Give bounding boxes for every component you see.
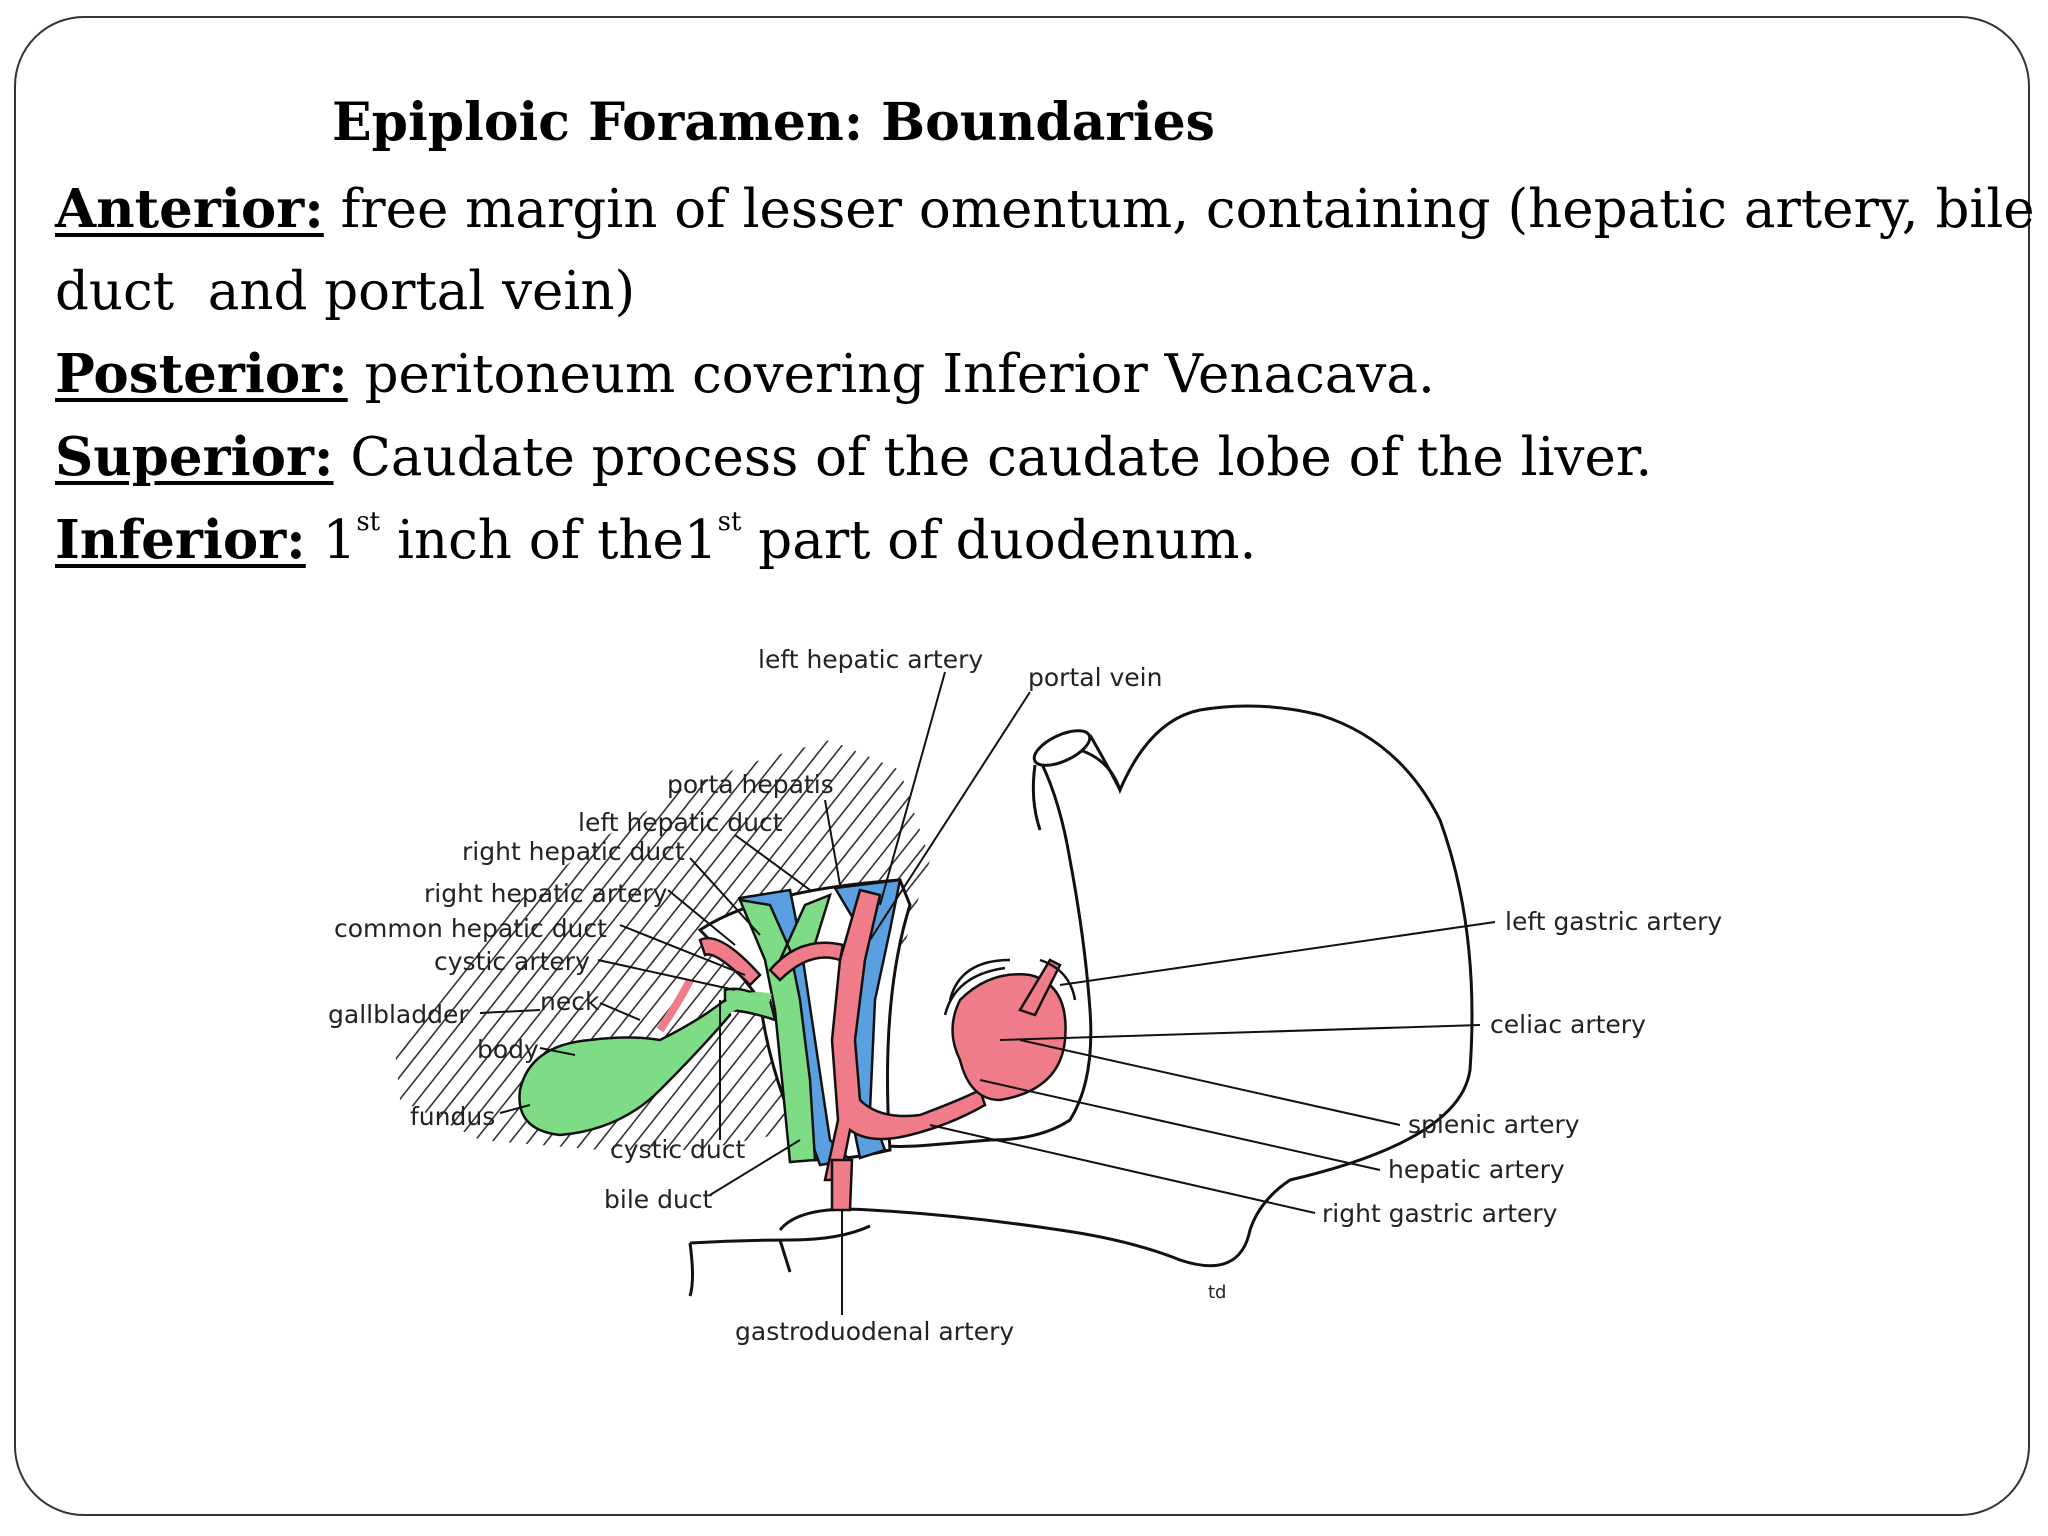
label-common-hepatic-duct: common hepatic duct xyxy=(334,914,607,943)
label-right-gastric-artery: right gastric artery xyxy=(1322,1199,1558,1228)
superior-text: Caudate process of the caudate lobe of t… xyxy=(350,427,1653,488)
inferior-line: Inferior: 1st inch of the1st part of duo… xyxy=(55,499,1985,582)
slide-title: Epiploic Foramen: Boundaries xyxy=(332,92,1215,153)
hatch-line xyxy=(948,700,1328,1180)
label-left-hepatic-artery: left hepatic artery xyxy=(758,645,983,674)
label-cystic-artery: cystic artery xyxy=(434,947,590,976)
hatch-line xyxy=(425,740,807,1150)
anterior-line: Anterior: free margin of lesser omentum,… xyxy=(55,168,2035,251)
hatch-line xyxy=(407,740,789,1150)
label-splenic-artery: splenic artery xyxy=(1408,1110,1580,1139)
label-gallbladder: gallbladder xyxy=(328,1000,469,1029)
label-portal-vein: portal vein xyxy=(1028,663,1162,692)
label-right-hepatic-artery: right hepatic artery xyxy=(424,879,668,908)
hatch-line xyxy=(875,740,930,1150)
hatch-line xyxy=(966,700,1346,1180)
left-gastric-vessel xyxy=(1018,958,1062,1017)
label-cystic-duct: cystic duct xyxy=(610,1135,745,1164)
label-hepatic-artery: hepatic artery xyxy=(1388,1155,1565,1184)
inferior-sup2: st xyxy=(717,507,742,537)
hatch-line xyxy=(713,740,930,1150)
label-left-hepatic-duct: left hepatic duct xyxy=(578,808,783,837)
stomach-outline xyxy=(778,704,1474,1268)
hatch-line xyxy=(857,740,930,1150)
duodenum-outline xyxy=(688,1224,871,1297)
label-signature: td xyxy=(1208,1282,1226,1303)
gastroduodenal-artery-vessel xyxy=(830,1158,854,1212)
hatch-line xyxy=(929,740,930,1150)
hatch-line xyxy=(984,700,1364,1180)
anterior-text-2: duct and portal vein) xyxy=(55,261,636,322)
celiac-curls xyxy=(943,958,1077,1016)
hepatic-artery-system xyxy=(768,888,987,1182)
celiac-trunk xyxy=(951,973,1067,1102)
label-celiac-artery: celiac artery xyxy=(1490,1010,1646,1039)
label-right-hepatic-duct: right hepatic duct xyxy=(462,837,685,866)
superior-line: Superior: Caudate process of the caudate… xyxy=(55,416,1985,499)
cystic-duct xyxy=(695,992,772,1035)
label-fundus: fundus xyxy=(410,1102,495,1131)
cystic-artery xyxy=(656,978,694,1033)
label-neck: neck xyxy=(540,987,600,1016)
label-porta-hepatis: porta hepatis xyxy=(667,770,834,799)
posterior-line: Posterior: peritoneum covering Inferior … xyxy=(55,333,1985,416)
posterior-text: peritoneum covering Inferior Venacava. xyxy=(364,344,1435,405)
inferior-t3: part of duodenum. xyxy=(758,510,1257,571)
esophagus xyxy=(1031,729,1122,831)
superior-label: Superior: xyxy=(55,426,334,488)
boundaries-text: Anterior: free margin of lesser omentum,… xyxy=(55,168,2035,582)
right-hepatic-artery xyxy=(698,937,762,987)
label-gastroduodenal-artery: gastroduodenal artery xyxy=(735,1317,1014,1346)
hatch-line xyxy=(443,740,825,1150)
gallbladder xyxy=(518,997,732,1137)
label-bile-duct: bile duct xyxy=(604,1185,713,1214)
anterior-line-2: duct and portal vein) xyxy=(55,251,1985,333)
inferior-sup1: st xyxy=(356,507,381,537)
inferior-t2: inch of the1 xyxy=(397,510,718,571)
anterior-text: free margin of lesser omentum, containin… xyxy=(340,179,2035,240)
posterior-label: Posterior: xyxy=(55,343,348,405)
inferior-t1: 1 xyxy=(322,510,357,571)
label-left-gastric-artery: left gastric artery xyxy=(1505,907,1722,936)
anterior-label: Anterior: xyxy=(55,178,324,240)
leader-lines xyxy=(479,671,1496,1315)
inferior-label: Inferior: xyxy=(55,509,306,571)
slide-frame xyxy=(14,16,2030,1516)
label-body: body xyxy=(477,1035,539,1064)
hatch-line xyxy=(390,740,771,1150)
